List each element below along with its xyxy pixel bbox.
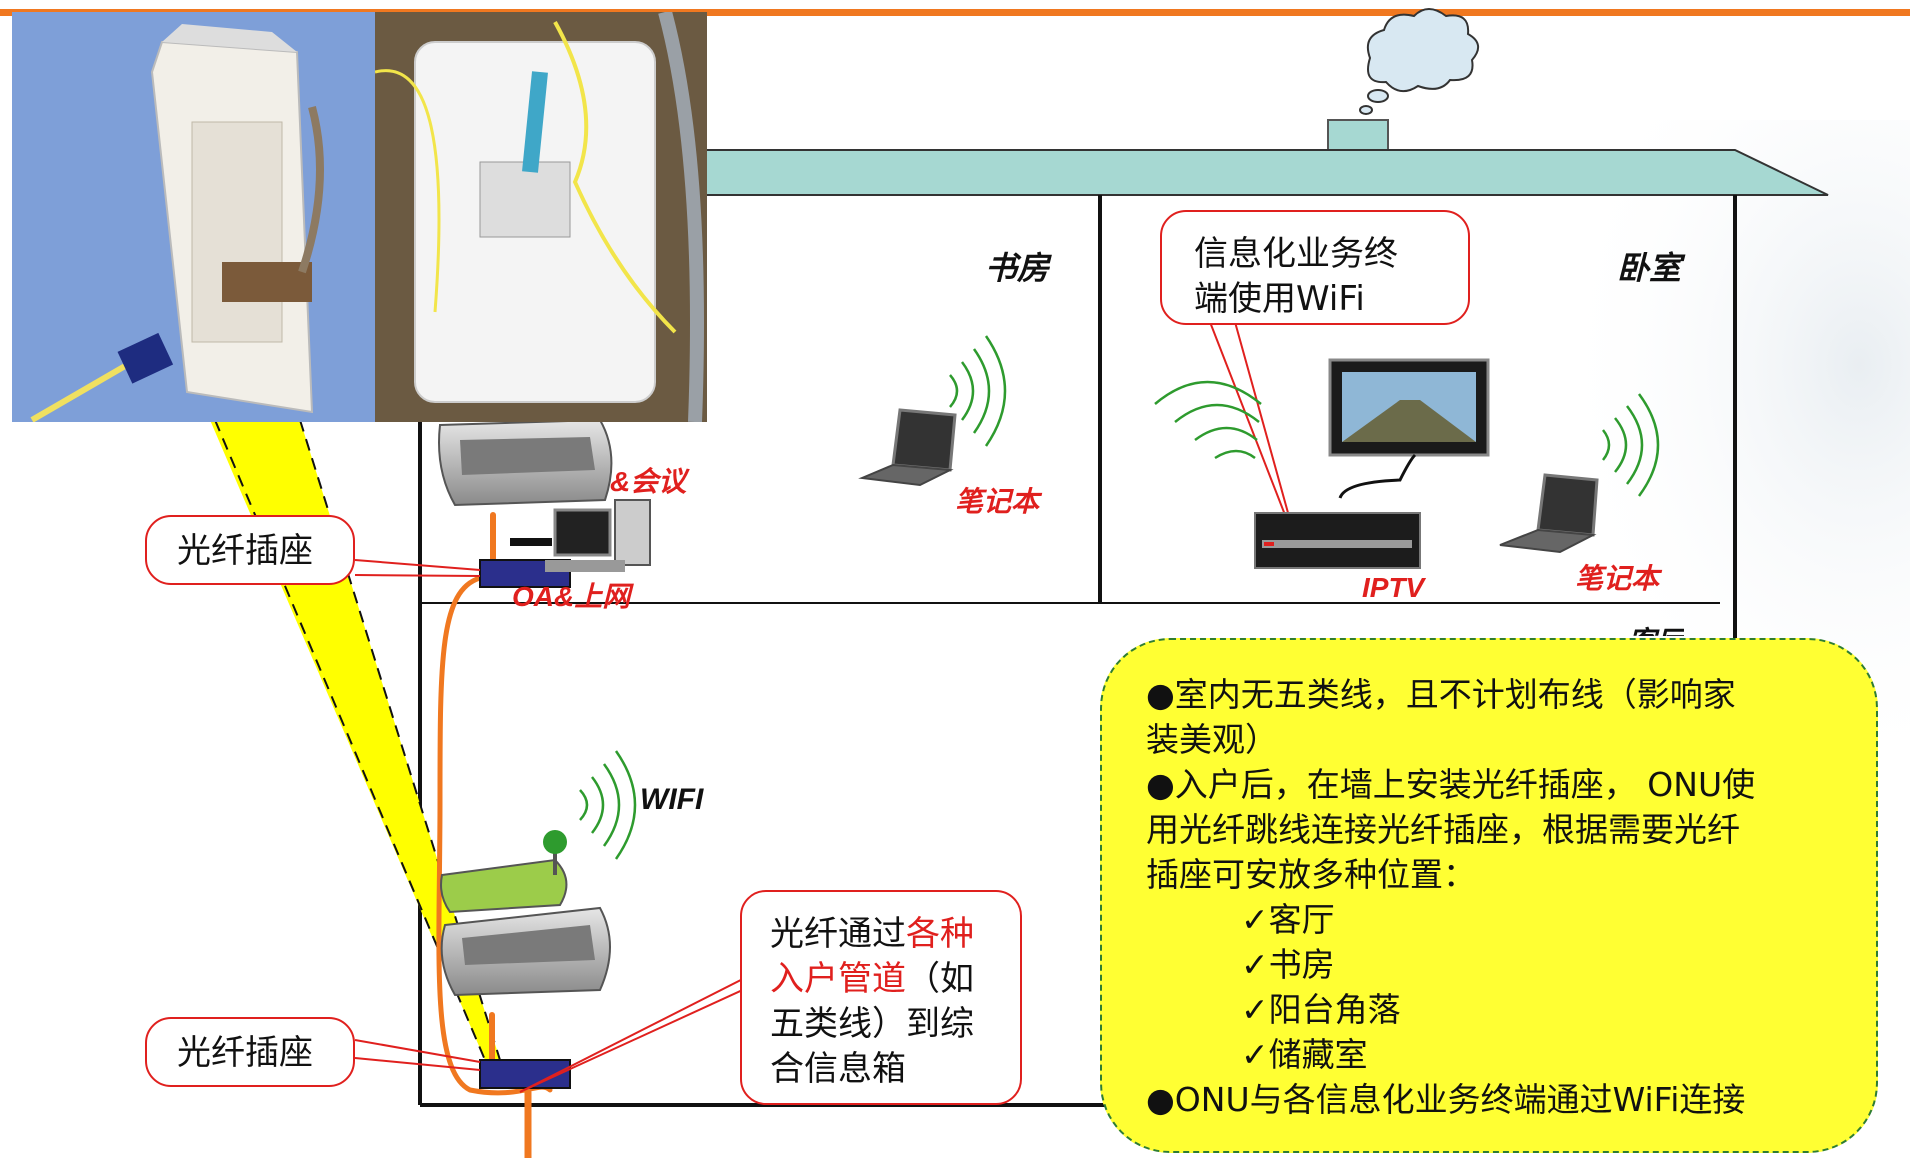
info-bullet2-line3: 插座可安放多种位置：: [1146, 855, 1476, 894]
fiber-cable: [436, 512, 553, 1158]
room-label-bedroom: 卧室: [1617, 250, 1682, 286]
callout-fiber-socket-top: 光纤插座: [145, 515, 355, 585]
fiber-socket-top: [479, 559, 571, 588]
wifi-waves: [579, 335, 1660, 860]
tv-icon: [1328, 358, 1490, 499]
wifi-router-device: [440, 830, 568, 914]
label-laptop-bedroom: 笔记本: [1575, 563, 1660, 594]
room-label-living: 客厅: [1628, 620, 1684, 636]
iptv-settop-box: [1254, 512, 1421, 569]
top-rule: [0, 9, 1910, 16]
info-option-living: ✓客厅: [1241, 900, 1335, 939]
cloud-icon: [1359, 8, 1479, 115]
info-bullet2-line2: 用光纤跳线连接光纤插座，根据需要光纤: [1146, 810, 1740, 849]
callout-fiber-socket-bottom: 光纤插座: [145, 1017, 355, 1087]
roof: [699, 149, 1829, 196]
label-wifi: WIFI: [640, 783, 704, 816]
info-bullet1-line2: 装美观）: [1146, 720, 1278, 759]
desktop-pc-icon: [510, 499, 651, 572]
laptop-study-icon: [858, 408, 957, 487]
label-oa: OA&上网: [512, 581, 631, 612]
house-outline: [418, 195, 1737, 1107]
label-meeting: &会议: [610, 466, 687, 497]
info-option-balcony: ✓阳台角落: [1241, 990, 1401, 1029]
leader-lines: [354, 321, 1291, 1093]
chimney: [1327, 119, 1389, 151]
callout-wifi-terminal: 信息化业务终 端使用WiFi: [1160, 210, 1470, 325]
onu-bottom-device: [440, 906, 611, 997]
label-laptop-study: 笔记本: [955, 486, 1040, 517]
info-box: ●室内无五类线，且不计划布线（影响家 装美观） ●入户后，在墙上安装光纤插座， …: [1100, 638, 1878, 1153]
onu-top-device: [438, 418, 613, 507]
wall-socket-photo-left: [12, 12, 375, 422]
info-bullet2-line1: ●入户后，在墙上安装光纤插座， ONU使: [1146, 765, 1756, 804]
callout-fiber-path: 光纤通过各种 入户管道（如 五类线）到综 合信息箱: [740, 890, 1022, 1105]
room-label-study: 书房: [985, 250, 1050, 286]
label-iptv: IPTV: [1362, 572, 1425, 603]
info-option-study: ✓书房: [1241, 945, 1335, 984]
info-option-storage: ✓储藏室: [1241, 1035, 1368, 1074]
laptop-bedroom-icon: [1499, 473, 1599, 554]
info-bullet3: ●ONU与各信息化业务终端通过WiFi连接: [1146, 1080, 1746, 1119]
info-bullet1-line1: ●室内无五类线，且不计划布线（影响家: [1146, 675, 1736, 714]
wall-socket-photo-right: [375, 12, 707, 422]
